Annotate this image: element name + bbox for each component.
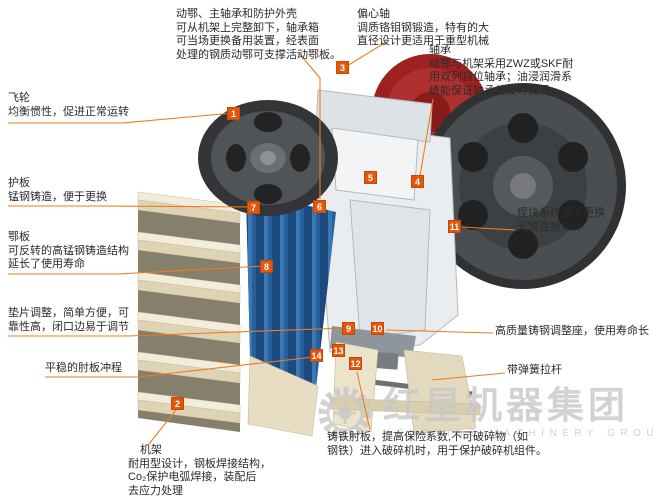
annotation-body: 垫片调整，简单方便，可 靠性高，闭口边易于调节 <box>8 307 129 333</box>
annotation-title: 鄂板 <box>8 231 30 243</box>
marker-4: 4 <box>411 175 424 188</box>
watermark-brand-en: HONGXING MACHINERY GROUP <box>383 428 659 440</box>
annotation-title: 护板 <box>8 177 30 189</box>
marker-10: 10 <box>371 322 384 335</box>
jaw-plate-corrugated <box>246 192 336 388</box>
marker-5: 5 <box>364 171 377 184</box>
annotation-frame: 机架 耐用型设计，钢板焊接结构， Co₂保护电弧焊接，装配后 去应力处理 <box>128 444 271 498</box>
frame-step-stack <box>137 191 241 432</box>
annotation-body: 调质铬钼钢锻造，特有的大 直径设计更适用于重型机械 <box>357 21 489 48</box>
annotation-body: 带弹簧拉杆 <box>507 364 562 376</box>
annotation-body: 可反转的高锰钢铸造结构 延长了使用寿命 <box>8 244 129 271</box>
annotation-wedge-system: 楔块系统便于更换 无键连接设计 <box>517 207 605 234</box>
annotation-body: 铸铁肘板，提高保险系数,不可破碎物（如 钢铁）进入破碎机时，用于保护破碎机组件。 <box>327 431 547 457</box>
marker-12: 12 <box>349 357 362 370</box>
marker-13: 13 <box>332 344 345 357</box>
marker-7: 7 <box>247 201 260 214</box>
marker-3: 3 <box>336 61 349 74</box>
annotation-toggle-stroke: 平稳的肘板冲程 <box>45 362 122 376</box>
annotation-adjust-seat: 高质量铸钢调整座，使用寿命长 <box>495 325 649 339</box>
annotation-guard-plate: 护板 锰钢铸造，便于更换 <box>8 177 107 204</box>
marker-8: 8 <box>260 260 273 273</box>
annotation-moving-jaw: 动鄂、主轴承和防护外壳 可从机架上完整卸下，轴承箱 可当场更换备用装置，经表面 … <box>176 8 341 62</box>
left-flywheel <box>198 100 338 216</box>
marker-9: 9 <box>342 322 355 335</box>
annotation-title: 偏心轴 <box>357 8 390 20</box>
annotation-shim-adjustment: 垫片调整，简单方便，可 靠性高，闭口边易于调节 <box>8 307 129 334</box>
annotation-body: 动鄂与机架采用ZWZ或SKF耐 用双列自位轴承；油浸润滑系 统能保证轴承的及时润… <box>429 57 574 97</box>
marker-1: 1 <box>227 107 240 120</box>
annotation-spring-rod: 带弹簧拉杆 <box>507 364 562 378</box>
marker-14: 14 <box>310 349 323 362</box>
annotation-body: 耐用型设计，钢板焊接结构， Co₂保护电弧焊接，装配后 去应力处理 <box>128 457 271 497</box>
annotation-jaw-plate: 鄂板 可反转的高锰钢铸造结构 延长了使用寿命 <box>8 231 129 272</box>
marker-11: 11 <box>448 220 461 233</box>
annotation-body: 高质量铸钢调整座，使用寿命长 <box>495 325 649 337</box>
annotation-body: 楔块系统便于更换 无键连接设计 <box>517 207 605 233</box>
annotation-body: 可从机架上完整卸下，轴承箱 可当场更换备用装置，经表面 处理的钢质动鄂可支撑活动… <box>176 21 341 61</box>
marker-2: 2 <box>171 397 184 410</box>
annotation-title: 飞轮 <box>8 92 30 104</box>
annotation-bearing: 轴承 动鄂与机架采用ZWZ或SKF耐 用双列自位轴承；油浸润滑系 统能保证轴承的… <box>429 44 573 98</box>
annotation-title: 机架 <box>140 444 162 456</box>
annotation-flywheel: 飞轮 均衡惯性，促进正常运转 <box>8 92 129 119</box>
annotation-toggle-plate: 铸铁肘板，提高保险系数,不可破碎物（如 钢铁）进入破碎机时，用于保护破碎机组件。 <box>327 431 547 458</box>
annotation-body: 均衡惯性，促进正常运转 <box>8 105 129 118</box>
marker-6: 6 <box>313 200 326 213</box>
annotation-title: 轴承 <box>429 44 451 56</box>
watermark-brand: 红星机器集团 <box>383 384 629 426</box>
annotation-title: 动鄂、主轴承和防护外壳 <box>176 8 297 20</box>
annotation-eccentric-shaft: 偏心轴 调质铬钼钢锻造，特有的大 直径设计更适用于重型机械 <box>357 8 489 49</box>
right-flywheel <box>420 83 626 289</box>
annotation-body: 锰钢铸造，便于更换 <box>8 190 107 203</box>
annotation-body: 平稳的肘板冲程 <box>45 362 122 374</box>
